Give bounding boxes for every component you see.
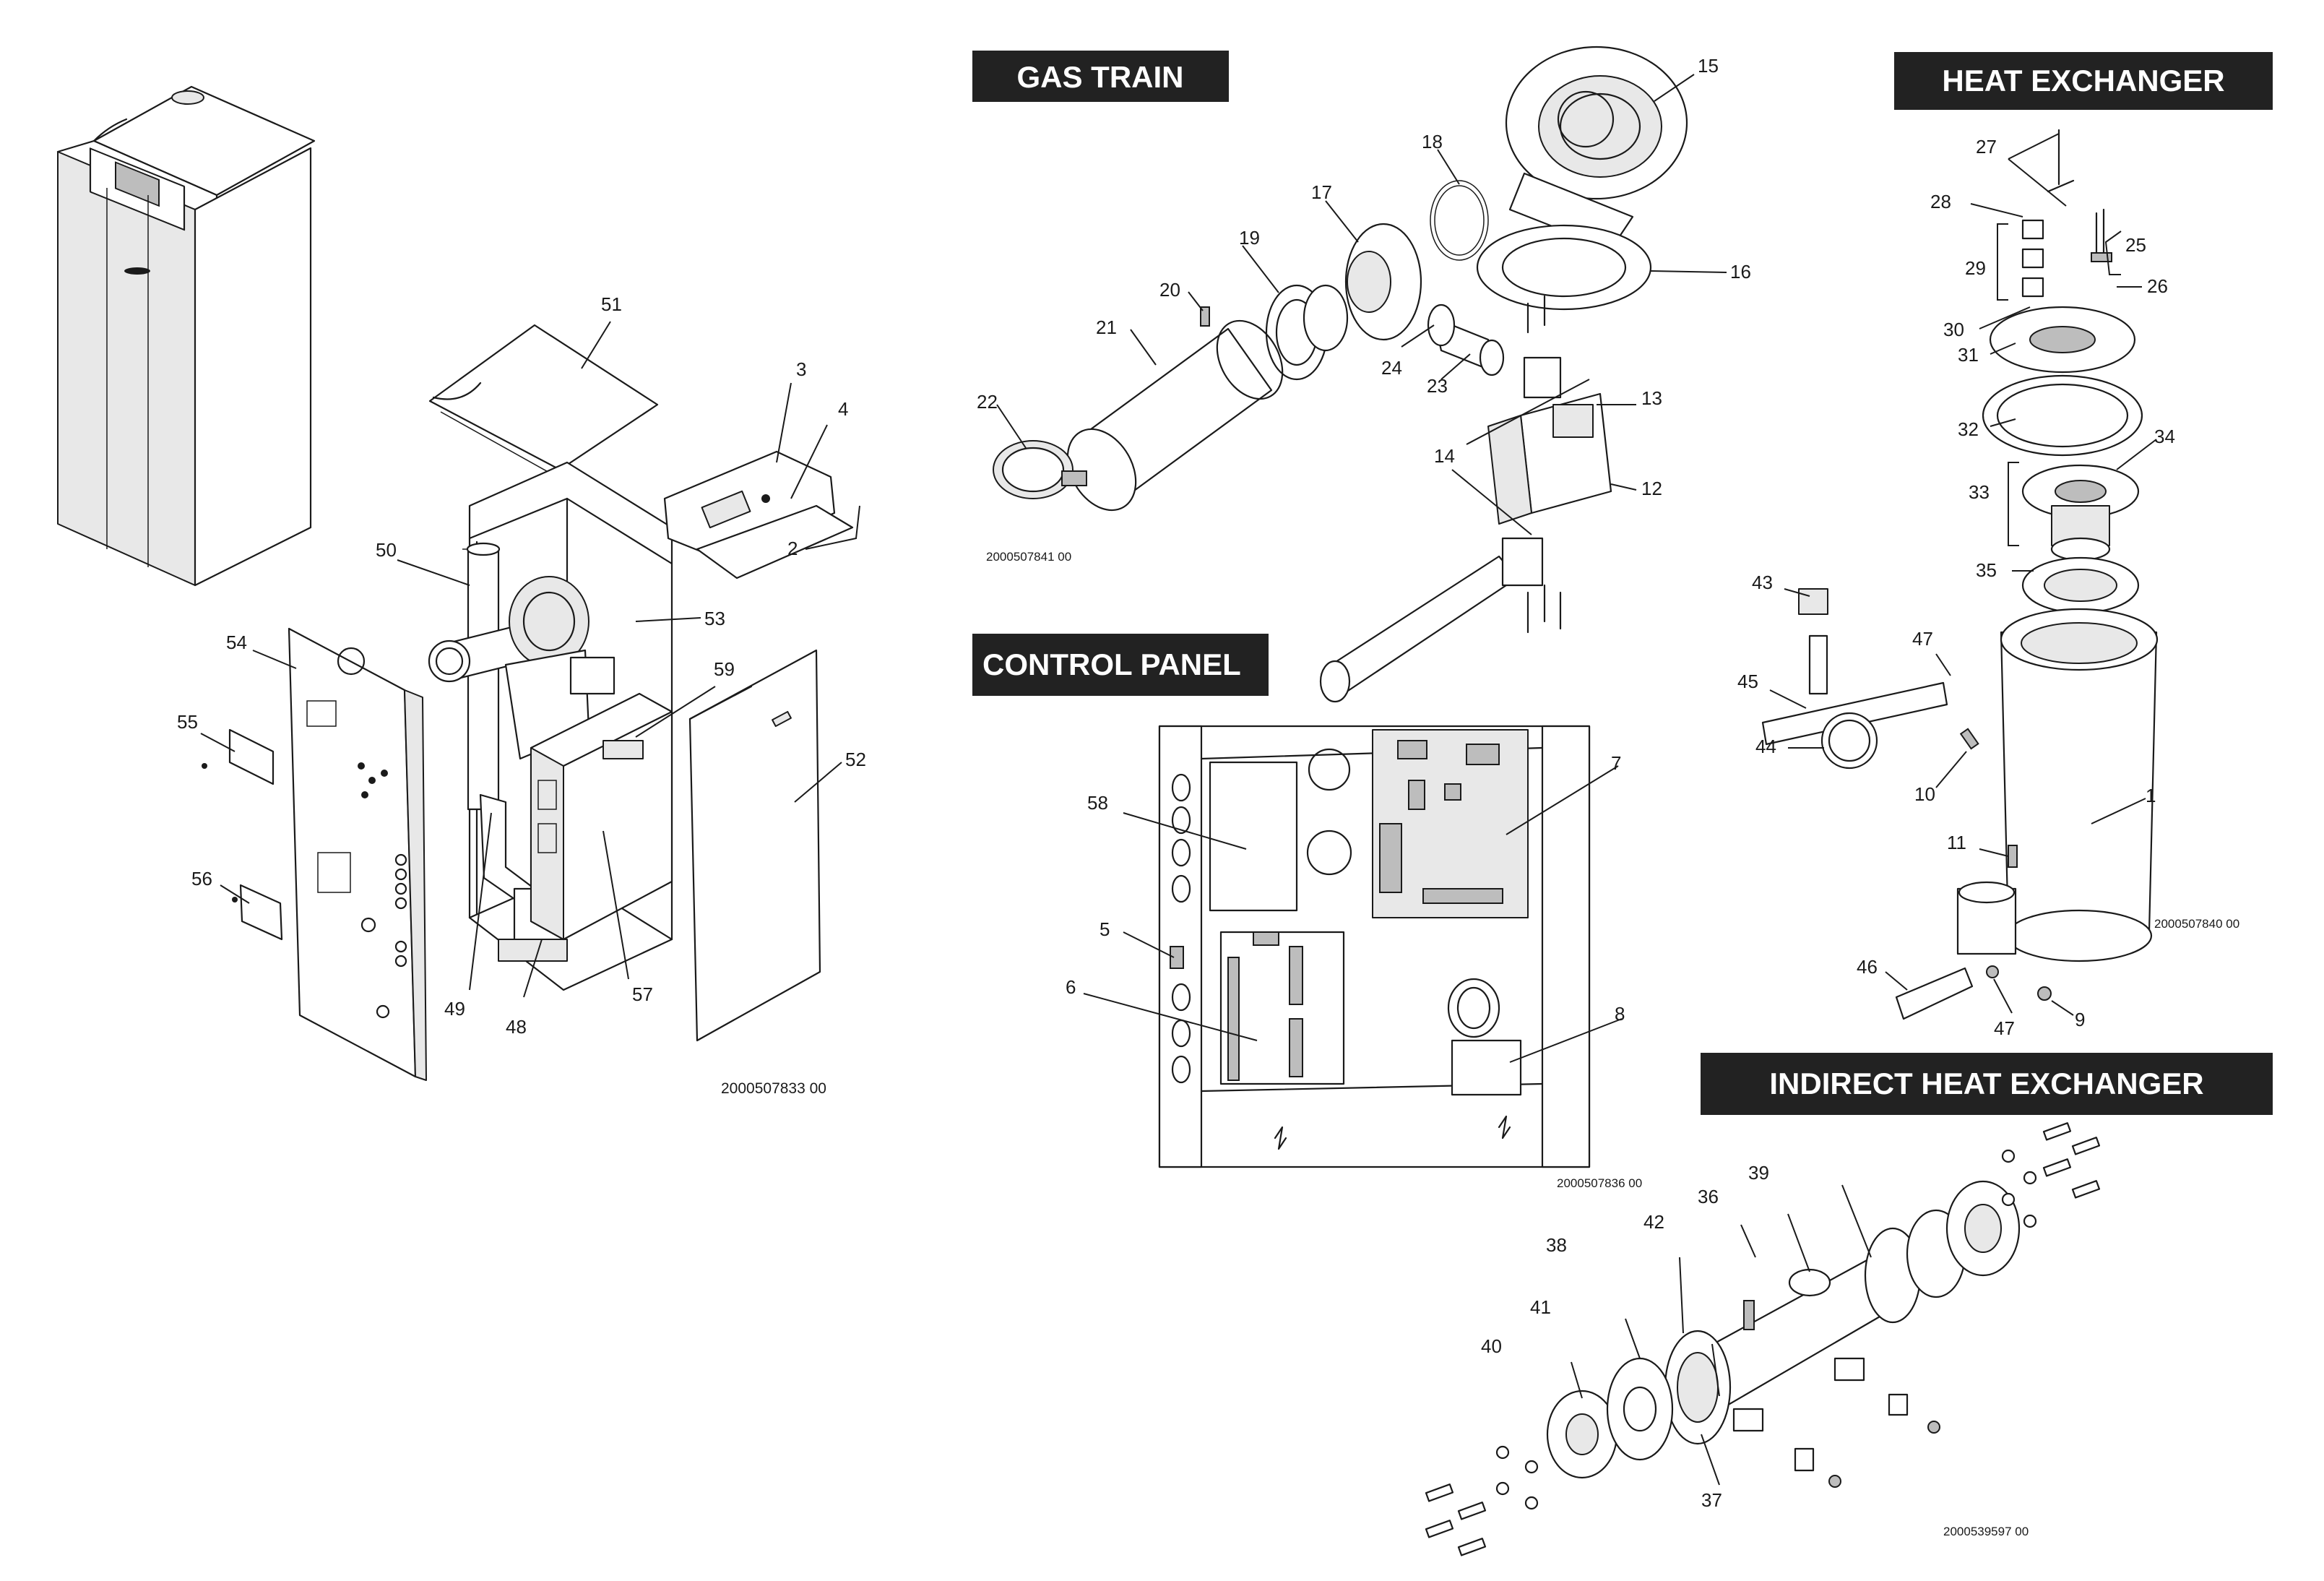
callout-52: 52	[845, 749, 866, 770]
callout-21: 21	[1096, 316, 1117, 338]
drawing-number-control-panel: 2000507836 00	[1557, 1176, 1642, 1190]
callout-30: 30	[1943, 319, 1964, 340]
gas-train-bolts	[1526, 295, 1562, 634]
callout-38: 38	[1546, 1234, 1567, 1256]
callout-3: 3	[796, 358, 806, 380]
callout-41: 41	[1530, 1296, 1551, 1318]
callout-54: 54	[226, 632, 247, 653]
callout-46: 46	[1857, 956, 1878, 978]
callout-50: 50	[376, 539, 397, 561]
callout-58: 58	[1087, 792, 1108, 814]
callout-56: 56	[191, 868, 212, 889]
callout-5: 5	[1100, 918, 1110, 940]
callout-14: 14	[1434, 445, 1455, 467]
boiler-overview-illustration	[56, 85, 316, 587]
callout-53: 53	[704, 608, 725, 629]
callout-55: 55	[177, 711, 198, 733]
banner-heat-exchanger-label: HEAT EXCHANGER	[1942, 64, 2224, 98]
banner-control-panel: CONTROL PANEL	[972, 634, 1269, 696]
callout-8: 8	[1615, 1003, 1625, 1025]
callout-26: 26	[2147, 275, 2168, 297]
callout-4: 4	[838, 398, 848, 420]
callout-23: 23	[1427, 375, 1448, 397]
callout-7: 7	[1611, 752, 1621, 774]
callout-17: 17	[1311, 181, 1332, 203]
indirect-bolts-right	[2001, 1122, 2101, 1228]
leader-lines	[200, 74, 2157, 1486]
callout-43: 43	[1752, 572, 1773, 593]
callout-labels: 51 3 4 2 50 53 54 59 55 52 56 49 48 57 1…	[177, 55, 2175, 1511]
callout-51: 51	[601, 293, 622, 315]
callout-1: 1	[2146, 785, 2156, 806]
banner-indirect-label: INDIRECT HEAT EXCHANGER	[1769, 1067, 2203, 1100]
callout-18: 18	[1422, 131, 1443, 152]
callout-22: 22	[977, 391, 998, 413]
callout-40: 40	[1481, 1335, 1502, 1357]
callout-49: 49	[444, 998, 465, 1020]
callout-15: 15	[1698, 55, 1719, 77]
callout-28: 28	[1930, 191, 1951, 212]
callout-27: 27	[1976, 136, 1997, 158]
banner-heat-exchanger: HEAT EXCHANGER	[1894, 52, 2273, 110]
panel-grommets	[376, 853, 407, 1019]
callout-16: 16	[1730, 261, 1751, 283]
callout-25: 25	[2125, 234, 2146, 256]
indirect-bolts-left	[1425, 1445, 1539, 1556]
callout-19: 19	[1239, 227, 1260, 249]
banner-control-panel-label: CONTROL PANEL	[982, 647, 1241, 681]
drawing-number-gas-train: 2000507841 00	[986, 550, 1071, 564]
banner-indirect-heat-exchanger: INDIRECT HEAT EXCHANGER	[1701, 1053, 2273, 1115]
callout-44: 44	[1755, 736, 1776, 757]
callout-10: 10	[1914, 783, 1935, 805]
gas-train-assembly	[993, 46, 1688, 703]
callout-42: 42	[1643, 1211, 1664, 1233]
callout-37: 37	[1701, 1489, 1722, 1511]
callout-33: 33	[1969, 481, 1990, 503]
callout-48: 48	[506, 1016, 527, 1038]
callout-47b: 47	[1994, 1017, 2015, 1039]
cabinet-exploded-view	[202, 324, 854, 1081]
callout-24: 24	[1381, 357, 1402, 379]
callout-59: 59	[714, 658, 735, 680]
drawing-number-heat-exchanger: 2000507840 00	[2154, 917, 2239, 931]
indirect-heat-exchanger-assembly	[1425, 1122, 2101, 1556]
callout-47a: 47	[1912, 628, 1933, 650]
callout-12: 12	[1641, 478, 1662, 499]
callout-35: 35	[1976, 559, 1997, 581]
callout-20: 20	[1159, 279, 1180, 301]
callout-13: 13	[1641, 387, 1662, 409]
callout-45: 45	[1737, 671, 1758, 692]
callout-31: 31	[1958, 344, 1979, 366]
callout-2: 2	[787, 538, 798, 559]
banner-gas-train: GAS TRAIN	[972, 51, 1229, 102]
callout-36: 36	[1698, 1186, 1719, 1207]
callout-39: 39	[1748, 1162, 1769, 1184]
callout-34: 34	[2154, 426, 2175, 447]
callout-32: 32	[1958, 418, 1979, 440]
control-panel-illustration	[1158, 725, 1591, 1168]
banner-gas-train-label: GAS TRAIN	[1017, 60, 1184, 94]
rail-knockouts	[1171, 773, 1191, 1084]
drawing-number-indirect: 2000539597 00	[1943, 1525, 2029, 1538]
heat-exchanger-assembly	[1761, 129, 2159, 1020]
callout-11: 11	[1947, 832, 1966, 853]
callout-6: 6	[1066, 976, 1076, 998]
callout-57: 57	[632, 983, 653, 1005]
callout-29: 29	[1965, 257, 1986, 279]
drawing-number-cabinet: 2000507833 00	[721, 1080, 826, 1097]
callout-9: 9	[2075, 1009, 2085, 1030]
